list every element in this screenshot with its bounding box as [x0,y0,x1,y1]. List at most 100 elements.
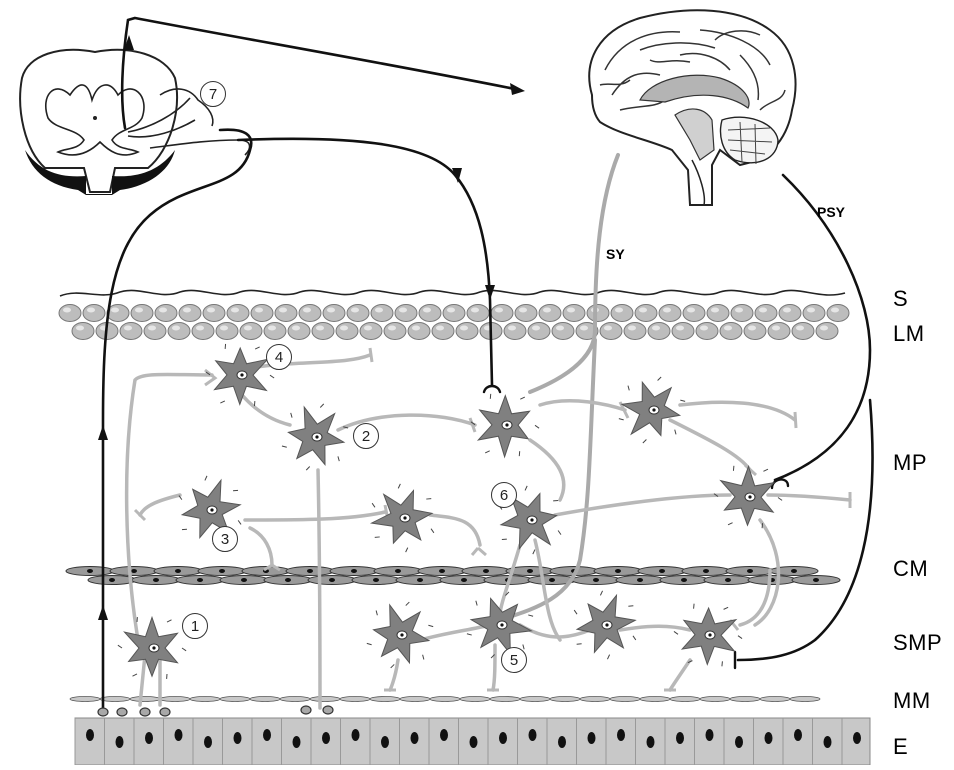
cm-nucleus [659,569,665,573]
cm-nucleus [417,578,423,582]
lm-cell [792,323,814,340]
dendrite-tip [391,664,395,668]
dendrite-tip [428,625,433,626]
lm-cell [611,305,633,322]
mm-cell [430,697,460,702]
cm-nucleus [725,578,731,582]
lm-cell [251,305,273,322]
lm-cell-highlight [772,326,780,331]
dendrite-tip [255,347,260,349]
lm-cell-highlight [436,326,444,331]
lm-cell-highlight [663,308,671,313]
mm-cell [400,697,430,702]
epithelium-nucleus [322,732,330,744]
lm-cell [491,305,513,322]
dendrite-tip [406,602,410,606]
smp-neuron-left [367,602,433,668]
epithelium-nucleus [440,729,448,741]
epithelium-nucleus [617,729,625,741]
dendrite-tip [574,610,577,614]
epithelium-nucleus [853,732,861,744]
lm-cell-highlight [783,308,791,313]
lm-cell-highlight [172,326,180,331]
cm-nucleus [461,578,467,582]
neuron-nucleolus [505,423,508,426]
dendrite-tip [680,400,685,401]
dendrite-tip [376,610,377,615]
lm-cell-highlight [831,308,839,313]
neuron-nucleolus [708,633,711,636]
lm-cell [744,323,766,340]
lm-cell [72,323,94,340]
mp-neuron-right [619,377,685,443]
lm-cell-highlight [519,308,527,313]
epithelium-nucleus [470,736,478,748]
lm-cell-highlight [244,326,252,331]
lm-cell-highlight [327,308,335,313]
lm-cell-highlight [796,326,804,331]
dendrite-tip [523,644,524,649]
lm-cell-highlight [759,308,767,313]
lm-cell [371,305,393,322]
dendrite-tip [643,439,647,443]
lm-cell [264,323,286,340]
lm-cell-highlight [351,308,359,313]
dendrite-tip [558,531,561,535]
epithelium-cells [75,718,870,765]
lm-cell-highlight [159,308,167,313]
circular-muscle-cells [66,567,840,585]
dendrite-tip [182,648,186,651]
dendrite-tip [118,645,122,648]
neuron-number-1: 1 [182,613,208,639]
epithelium-nucleus [558,736,566,748]
lm-cell [216,323,238,340]
mm-cell [100,697,130,702]
epithelium-nucleus [824,736,832,748]
lm-cell-highlight [63,308,71,313]
afferent-fiber [103,130,251,712]
lm-cell-highlight [628,326,636,331]
serosa-line [60,290,845,296]
lm-cell [456,323,478,340]
layer-label-submucosal-plexus: SMP [893,630,942,656]
lm-cell [240,323,262,340]
cm-nucleus [813,578,819,582]
layer-label-longitudinal-muscle: LM [893,321,925,347]
epithelium-nucleus [86,729,94,741]
lm-cell-highlight [567,308,575,313]
neuron-number-3: 3 [212,526,238,552]
epithelium-nucleus [381,736,389,748]
cm-nucleus [681,578,687,582]
label-parasympathetic: PSY [817,204,845,220]
lm-cell-highlight [220,326,228,331]
lm-cell-highlight [471,308,479,313]
lm-cell [395,305,417,322]
lm-cell [755,305,777,322]
dendrite-tip [282,446,287,447]
dendrite-tip [406,548,408,553]
dendrite-tip [520,397,525,399]
epithelium-nucleus [175,729,183,741]
cm-nucleus [747,569,753,573]
lm-cell [672,323,694,340]
cm-nucleus [285,578,291,582]
dendrite-tip [619,419,624,420]
lm-cell [683,305,705,322]
lm-cell-highlight [399,308,407,313]
neuron-nucleolus [210,508,213,511]
epithelium-nucleus [647,736,655,748]
dendrite-tip [628,386,629,391]
lm-cell-highlight [148,326,156,331]
mm-cell [130,697,160,702]
cm-nucleus [175,569,181,573]
neuron-nucleolus [240,373,243,376]
lm-cell-highlight [711,308,719,313]
cm-nucleus [549,578,555,582]
dendrite-tip [476,601,477,606]
lm-cell [587,305,609,322]
mm-cell [520,697,550,702]
lm-cell [203,305,225,322]
mp-neuron-center [471,394,539,457]
